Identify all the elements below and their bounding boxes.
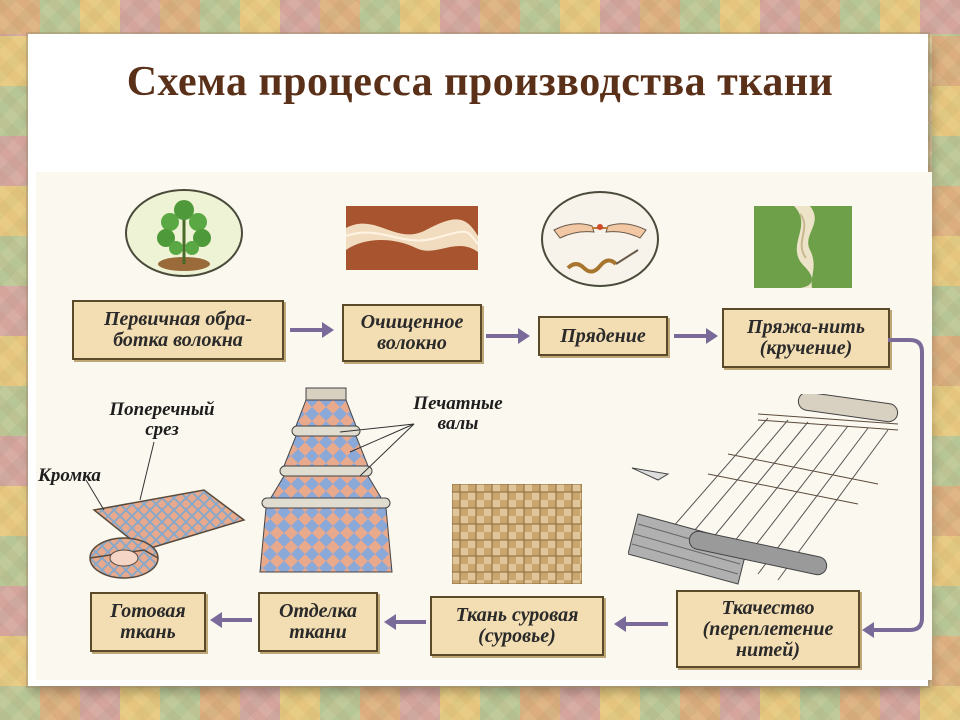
- arrow-right-1: [288, 320, 336, 340]
- slide-title: Схема процесса производства ткани: [126, 59, 834, 105]
- quilt-border-left: [0, 34, 28, 686]
- step-weaving-line1: Ткачество: [721, 596, 815, 619]
- step-finished-fabric-line2: ткань: [120, 621, 176, 643]
- arrow-left-1: [610, 614, 670, 634]
- yarn-icon: [754, 206, 852, 288]
- arrow-right-2: [484, 326, 532, 346]
- arrow-left-2: [380, 612, 428, 632]
- arrow-left-3: [206, 610, 254, 630]
- step-finishing: Отделка ткани: [258, 592, 378, 652]
- printing-machine-icon: [256, 386, 396, 576]
- step-spinning: Прядение: [538, 316, 668, 356]
- label-print-rollers-line2: валы: [437, 413, 479, 434]
- step-raw-fabric: Ткань суровая (суровье): [430, 596, 604, 656]
- label-cross-section-line1: Поперечный: [109, 399, 215, 420]
- step-primary-processing-line1: Первичная обра-: [103, 308, 253, 330]
- label-edge-text: Кромка: [38, 465, 101, 486]
- step-finishing-line2: ткани: [289, 621, 347, 643]
- quilt-border-top: [0, 0, 960, 34]
- label-cross-section-line2: срез: [145, 419, 179, 440]
- step-weaving-line2: (переплетение: [702, 617, 834, 640]
- fabric-roll-icon: [84, 480, 254, 580]
- quilt-border-bottom: [0, 686, 960, 720]
- step-raw-fabric-line2: (суровье): [478, 625, 556, 647]
- step-cleaned-fiber-line2: волокно: [377, 332, 447, 354]
- arrow-right-3: [672, 326, 720, 346]
- arrow-connector-down: [858, 330, 928, 640]
- step-yarn: Пряжа-нить (кручение): [722, 308, 890, 368]
- step-primary-processing: Первичная обра- ботка волокна: [72, 300, 284, 360]
- step-yarn-line1: Пряжа-нить: [747, 316, 865, 338]
- step-yarn-line2: (кручение): [759, 337, 853, 359]
- step-spinning-line1: Прядение: [560, 324, 646, 347]
- loom-icon: [628, 394, 908, 594]
- step-finished-fabric: Готовая ткань: [90, 592, 206, 652]
- step-finishing-line1: Отделка: [279, 600, 357, 622]
- fiber-icon: [346, 206, 478, 270]
- step-cleaned-fiber: Очищенное волокно: [342, 304, 482, 362]
- label-edge: Кромка: [38, 466, 128, 486]
- spinning-hands-icon: [540, 190, 660, 288]
- annotation-lines-left: [80, 440, 180, 520]
- label-print-rollers-line1: Печатные: [413, 393, 503, 414]
- label-cross-section: Поперечный срез: [92, 400, 232, 440]
- annotation-lines-rollers: [330, 420, 420, 480]
- woven-fabric-icon: [452, 484, 582, 584]
- label-print-rollers: Печатные валы: [398, 394, 518, 434]
- step-finished-fabric-line1: Готовая: [110, 600, 186, 622]
- step-raw-fabric-line1: Ткань суровая: [455, 604, 579, 626]
- step-weaving: Ткачество (переплетение нитей): [676, 590, 860, 668]
- step-primary-processing-line2: ботка волокна: [113, 329, 243, 351]
- quilt-border-right: [932, 34, 960, 686]
- step-cleaned-fiber-line1: Очищенное: [360, 311, 464, 333]
- step-weaving-line3: нитей): [735, 638, 801, 661]
- plant-icon: [124, 188, 244, 278]
